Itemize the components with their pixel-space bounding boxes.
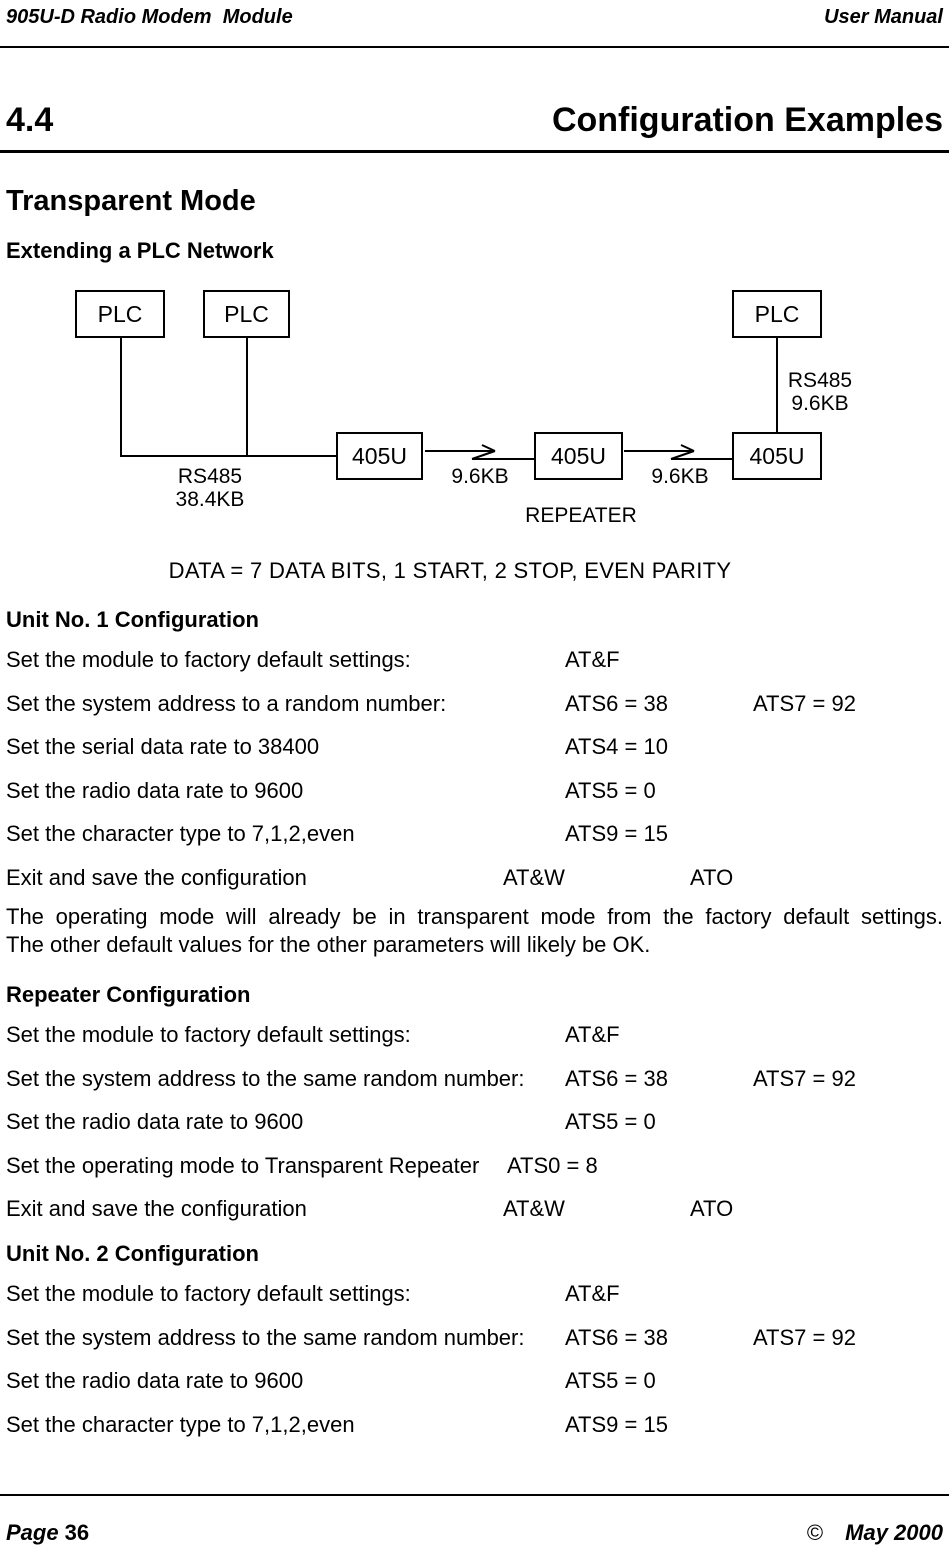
radio-link-arrow-2 <box>624 444 732 460</box>
plc-box-2-label: PLC <box>224 300 269 327</box>
modem-box-2: 405U <box>534 432 623 480</box>
footer-date: May 2000 <box>845 1520 943 1545</box>
footer-page-number: 36 <box>64 1520 90 1545</box>
plc3-drop-wire <box>776 337 778 434</box>
header-document-title: 905U-D Radio Modem Module <box>6 6 293 28</box>
note-paragraph-line-2: The other default values for the other p… <box>6 932 651 957</box>
radio-link-arrow-1 <box>425 444 534 460</box>
serial-bus-wire <box>120 455 337 457</box>
plc2-drop-wire <box>246 337 248 457</box>
footer-copyright: © May 2000 <box>807 1520 943 1546</box>
config-row-label: Set the module to factory default settin… <box>6 647 411 672</box>
plc-box-1-label: PLC <box>97 300 143 327</box>
config-row-label: Exit and save the configuration <box>6 865 307 890</box>
diagram-heading: Extending a PLC Network <box>6 238 274 263</box>
config-command-value: ATS9 = 15 <box>565 821 668 846</box>
section-title-rule <box>0 150 949 153</box>
config-command-value: ATS5 = 0 <box>565 778 656 803</box>
config-command-value: AT&F <box>565 647 620 672</box>
config-command-value: ATS4 = 10 <box>565 734 668 759</box>
header-manual-label: User Manual <box>824 6 943 28</box>
config-command-value: ATS5 = 0 <box>565 1368 656 1393</box>
modem-box-1: 405U <box>336 432 423 480</box>
config-command-value: ATS6 = 38 <box>565 691 668 716</box>
config-command-value: AT&W <box>503 865 565 890</box>
copyright-symbol: © <box>806 1520 824 1545</box>
modem-box-3: 405U <box>732 432 822 480</box>
config-command-value: AT&F <box>565 1281 620 1306</box>
footer-rule <box>0 1494 949 1496</box>
section-number: 4.4 <box>6 101 54 139</box>
config-command-value: ATS7 = 92 <box>753 1066 856 1091</box>
right-serial-rate: 9.6KB <box>791 392 849 415</box>
plc-box-1: PLC <box>75 290 165 338</box>
config-command-value: ATS0 = 8 <box>507 1153 598 1178</box>
config-command-value: ATO <box>690 865 734 890</box>
repeater-label: REPEATER <box>525 504 637 527</box>
note-paragraph-line-1: The operating mode will already be in tr… <box>6 904 943 929</box>
modem-box-3-label: 405U <box>749 442 805 469</box>
config-command-value: ATS9 = 15 <box>565 1412 668 1437</box>
config-section-heading: Unit No. 1 Configuration <box>6 607 259 632</box>
config-command-value: ATS6 = 38 <box>565 1325 668 1350</box>
radio-link-2-rate: 9.6KB <box>651 465 709 488</box>
config-command-value: AT&W <box>503 1196 565 1221</box>
note-paragraph: The operating mode will already be in tr… <box>6 903 943 959</box>
config-row-label: Set the radio data rate to 9600 <box>6 1368 304 1393</box>
config-command-value: ATS7 = 92 <box>753 1325 856 1350</box>
header-rule <box>0 46 949 48</box>
config-section-heading: Repeater Configuration <box>6 982 251 1007</box>
config-section-heading: Unit No. 2 Configuration <box>6 1241 259 1266</box>
modem-box-1-label: 405U <box>352 442 407 469</box>
config-command-value: ATS6 = 38 <box>565 1066 668 1091</box>
subsection-heading: Transparent Mode <box>6 185 256 217</box>
plc1-drop-wire <box>120 337 122 457</box>
plc-box-3-label: PLC <box>754 300 800 327</box>
config-command-value: AT&F <box>565 1022 620 1047</box>
serial-bus-label: RS485 38.4KB <box>145 465 275 511</box>
config-command-value: ATS7 = 92 <box>753 691 856 716</box>
config-row-label: Set the system address to the same rando… <box>6 1066 525 1091</box>
plc-box-2: PLC <box>203 290 290 338</box>
diagram-caption: DATA = 7 DATA BITS, 1 START, 2 STOP, EVE… <box>168 558 732 583</box>
config-row-label: Set the radio data rate to 9600 <box>6 1109 304 1134</box>
config-row-label: Set the character type to 7,1,2,even <box>6 1412 355 1437</box>
serial-bus-protocol: RS485 <box>177 465 243 488</box>
serial-bus-rate: 38.4KB <box>175 488 245 511</box>
config-row-label: Set the system address to a random numbe… <box>6 691 447 716</box>
config-row-label: Set the system address to the same rando… <box>6 1325 525 1350</box>
config-row-label: Set the serial data rate to 38400 <box>6 734 320 759</box>
config-row-label: Set the character type to 7,1,2,even <box>6 821 355 846</box>
config-row-label: Set the radio data rate to 9600 <box>6 778 304 803</box>
section-title: Configuration Examples <box>551 101 943 139</box>
right-serial-protocol: RS485 <box>787 369 853 392</box>
right-serial-label: RS485 9.6KB <box>755 369 885 415</box>
config-row-label: Set the module to factory default settin… <box>6 1022 411 1047</box>
config-row-label: Set the module to factory default settin… <box>6 1281 411 1306</box>
config-command-value: ATO <box>690 1196 734 1221</box>
config-row-label: Exit and save the configuration <box>6 1196 307 1221</box>
footer-page-label: Page <box>6 1520 59 1545</box>
config-command-value: ATS5 = 0 <box>565 1109 656 1134</box>
plc-box-3: PLC <box>732 290 822 338</box>
modem-box-2-label: 405U <box>551 442 606 469</box>
config-row-label: Set the operating mode to Transparent Re… <box>6 1153 480 1178</box>
radio-link-1-rate: 9.6KB <box>451 465 509 488</box>
